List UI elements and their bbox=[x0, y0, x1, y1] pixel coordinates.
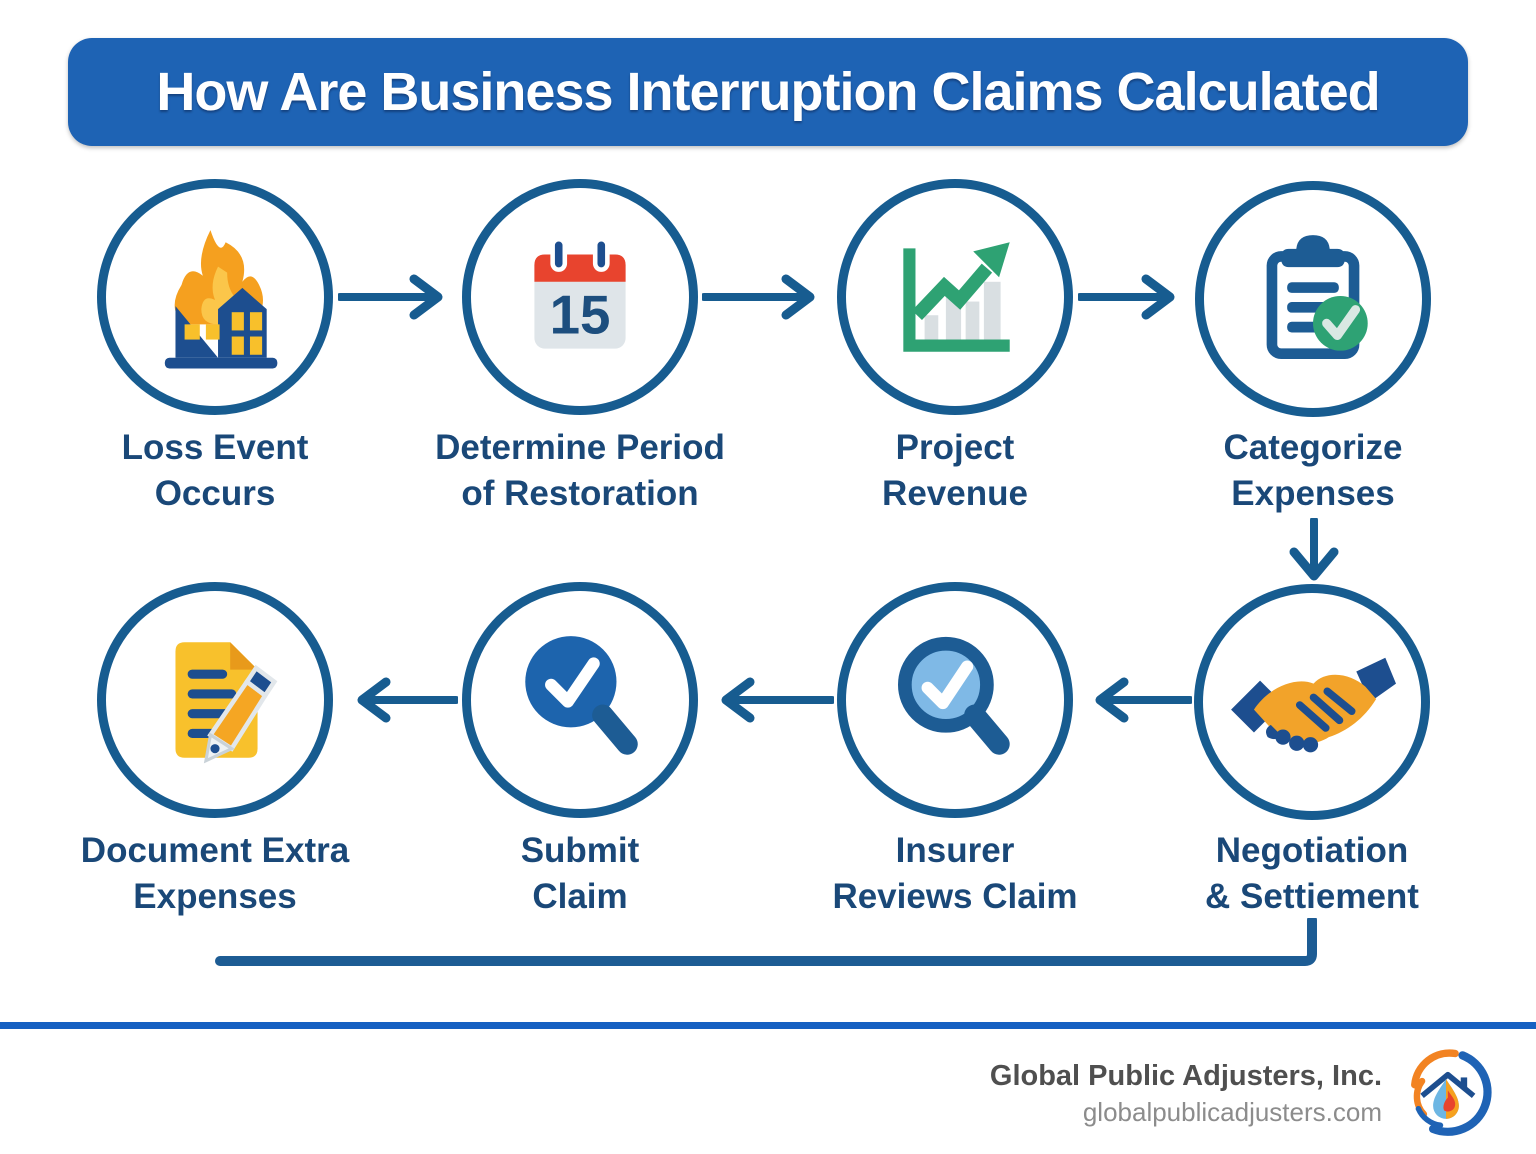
label-negotiation-settlement: Negotiation & Settiement bbox=[1205, 831, 1419, 916]
title-bar: How Are Business Interruption Claims Cal… bbox=[68, 38, 1468, 146]
magnifier-check-light-icon bbox=[898, 636, 1010, 755]
label-document-expenses: Document Extra Expenses bbox=[80, 831, 350, 916]
step-project-revenue bbox=[837, 179, 1073, 415]
svg-text:15: 15 bbox=[550, 283, 611, 345]
step-circle bbox=[837, 582, 1073, 818]
step-loss-event bbox=[97, 179, 333, 415]
label-project-revenue: Project Revenue bbox=[882, 428, 1028, 513]
step-categorize-expenses bbox=[1195, 181, 1431, 417]
arrow-left-3-icon bbox=[357, 677, 458, 723]
step-period-restoration: 15 bbox=[462, 179, 698, 415]
company-logo-icon bbox=[1411, 1049, 1492, 1136]
step-insurer-reviews bbox=[837, 582, 1073, 818]
magnifier-check-solid-icon bbox=[525, 636, 638, 755]
arrow-left-1-icon bbox=[1095, 677, 1192, 723]
step-circle bbox=[462, 582, 698, 818]
label-submit-claim: Submit Claim bbox=[520, 831, 640, 916]
arrow-right-3-icon bbox=[1078, 274, 1175, 320]
return-connector-line bbox=[215, 918, 1317, 966]
label-categorize-expenses: Categorize Expenses bbox=[1223, 428, 1403, 513]
company-name: Global Public Adjusters, Inc. bbox=[989, 1060, 1382, 1092]
footer-divider bbox=[0, 1022, 1536, 1029]
step-negotiation-settlement bbox=[1194, 584, 1430, 820]
step-circle bbox=[837, 179, 1073, 415]
step-circle bbox=[97, 179, 333, 415]
arrow-down-icon bbox=[1289, 518, 1339, 581]
clipboard-check-icon bbox=[1266, 235, 1368, 360]
step-submit-claim bbox=[462, 582, 698, 818]
page-title: How Are Business Interruption Claims Cal… bbox=[156, 62, 1380, 122]
arrow-left-2-icon bbox=[721, 677, 834, 723]
step-document-expenses bbox=[97, 582, 333, 818]
handshake-icon bbox=[1231, 657, 1396, 753]
footer: Global Public Adjusters, Inc. globalpubl… bbox=[990, 1048, 1492, 1140]
step-circle bbox=[1195, 181, 1431, 417]
label-period-restoration: Determine Period of Restoration bbox=[435, 428, 725, 513]
website-url: globalpublicadjusters.com bbox=[1082, 1097, 1382, 1127]
step-circle bbox=[1194, 584, 1430, 820]
footer-text: Global Public Adjusters, Inc. globalpubl… bbox=[990, 1060, 1382, 1128]
step-circle: 15 bbox=[462, 179, 698, 415]
calendar-15-icon: 15 bbox=[534, 236, 626, 349]
document-pencil-icon bbox=[175, 642, 278, 764]
arrow-right-1-icon bbox=[338, 274, 443, 320]
burning-house-icon bbox=[164, 230, 278, 369]
arrow-right-2-icon bbox=[702, 274, 815, 320]
label-loss-event: Loss Event Occurs bbox=[121, 428, 309, 513]
step-circle bbox=[97, 582, 333, 818]
growth-chart-icon bbox=[903, 242, 1010, 352]
label-insurer-reviews: Insurer Reviews Claim bbox=[832, 831, 1078, 916]
